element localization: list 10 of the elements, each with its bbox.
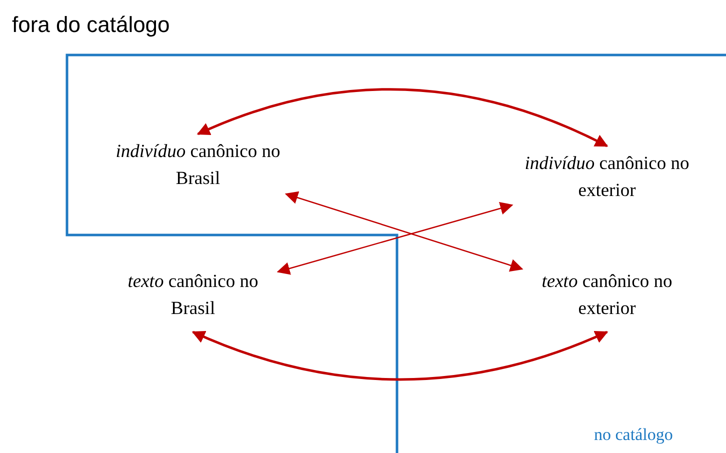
region-label: no catálogo: [594, 425, 673, 445]
node-text: indivíduo canônico no exterior: [524, 153, 690, 203]
node-text: texto canônico no Brasil: [126, 271, 260, 321]
node-text: indivíduo canônico no Brasil: [114, 141, 282, 191]
arrow: [192, 330, 608, 381]
arrow: [276, 202, 514, 275]
arrow: [196, 88, 608, 148]
region-label: fora do catálogo: [12, 12, 170, 38]
arrow: [284, 191, 524, 272]
node-text: texto canônico no exterior: [540, 271, 674, 321]
